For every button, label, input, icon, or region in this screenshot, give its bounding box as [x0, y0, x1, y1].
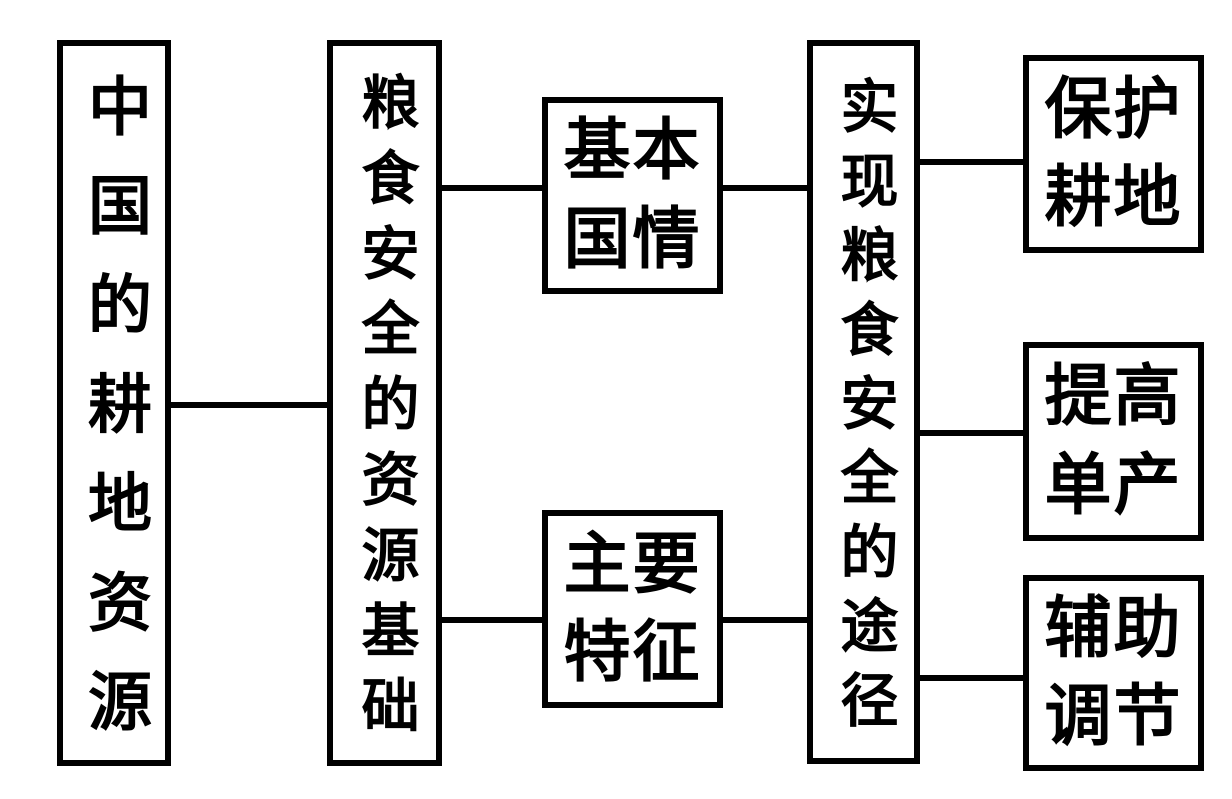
- edge-basis-to-main-characteristics: [439, 617, 545, 623]
- edge-basis-to-basic-national-conditions: [439, 185, 545, 191]
- node-label-grain-security-resource-basis: 粮食安全的资源基础: [352, 72, 418, 751]
- node-grain-security-pathways: 实现粮食安全的途径: [807, 40, 920, 764]
- node-protect-farmland: 保护耕地: [1023, 55, 1204, 253]
- edge-root-to-basis: [168, 402, 329, 408]
- edge-pathways-to-protect-farmland: [917, 159, 1026, 165]
- node-label-protect-farmland: 保护耕地: [1044, 72, 1183, 235]
- node-basic-national-conditions: 基本国情: [542, 97, 723, 294]
- node-main-characteristics: 主要特征: [542, 510, 723, 708]
- node-label-main-characteristics: 主要特征: [563, 527, 702, 690]
- node-label-auxiliary-regulation: 辅助调节: [1044, 591, 1183, 754]
- node-grain-security-resource-basis: 粮食安全的资源基础: [327, 40, 442, 766]
- edge-pathways-to-auxiliary-regulation: [917, 675, 1026, 681]
- node-auxiliary-regulation: 辅助调节: [1023, 575, 1204, 771]
- node-china-arable-land-resources: 中国的耕地资源: [57, 40, 171, 768]
- node-label-basic-national-conditions: 基本国情: [563, 114, 702, 277]
- edge-pathways-to-increase-unit-yield: [917, 430, 1026, 436]
- node-increase-unit-yield: 提高单产: [1023, 342, 1204, 541]
- edge-basic-national-conditions-to-pathways: [720, 185, 810, 191]
- node-label-increase-unit-yield: 提高单产: [1044, 360, 1183, 523]
- node-label-grain-security-pathways: 实现粮食安全的途径: [831, 76, 897, 745]
- node-label-china-arable-land-resources: 中国的耕地资源: [79, 73, 150, 768]
- edge-main-characteristics-to-pathways: [720, 617, 810, 623]
